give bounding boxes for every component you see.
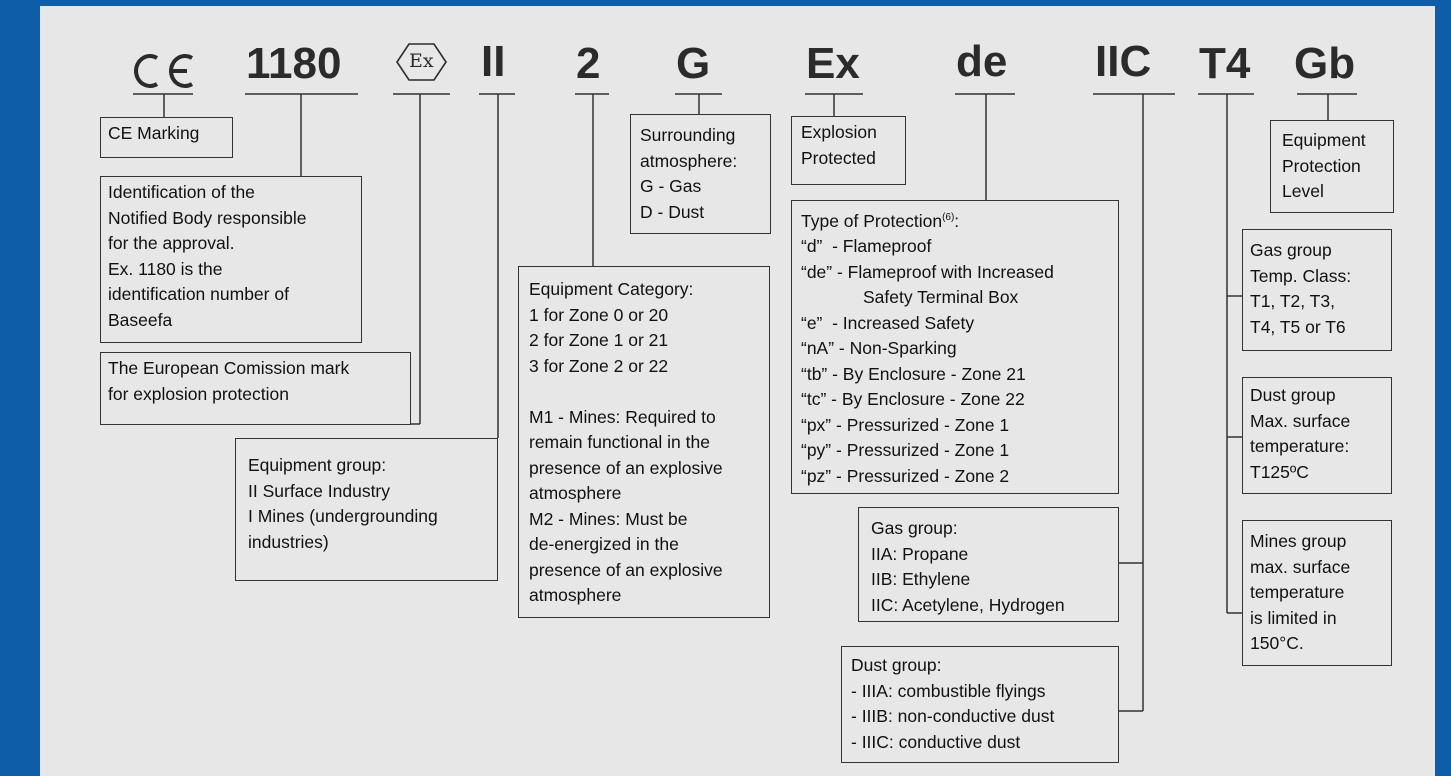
- category-code: 2: [576, 39, 601, 88]
- box-text-line: II Surface Industry: [248, 480, 391, 501]
- box-text-line: - IIIB: non-conductive dust: [851, 706, 1055, 726]
- box-text-line: de-energized in the: [529, 534, 679, 554]
- box-text-line: for the approval.: [108, 233, 235, 253]
- protection-type-item: “tb” - By Enclosure - Zone 21: [801, 363, 1026, 384]
- title-colon: :: [954, 210, 960, 231]
- box-text-line: Surrounding: [640, 125, 736, 145]
- protection-type-item: “de” - Flameproof with Increased: [801, 261, 1054, 282]
- protection-list: “d” - Flameproof “de” - Flameproof with I…: [801, 234, 1111, 489]
- box-text-line: Notified Body responsible: [108, 207, 307, 228]
- box-text-line: atmosphere: [529, 483, 622, 503]
- type-of-protection-title: Type of Protection: [801, 210, 943, 231]
- box-text-line: Equipment Category:: [529, 279, 694, 299]
- atmosphere-code: G: [676, 39, 711, 88]
- box-text-line: is limited in: [1250, 607, 1337, 628]
- box-text-line: IIA: Propane: [871, 543, 969, 564]
- type-of-protection-box: Type of Protection(6): “d” - Flameproof“…: [791, 200, 1119, 494]
- box-text-line: 3 for Zone 2 or 22: [529, 355, 669, 376]
- box-text-line: for explosion protection: [108, 383, 289, 404]
- equipment-group-box: Equipment group: II Surface Industry I Min…: [235, 438, 498, 581]
- temp-class-code: T4: [1199, 39, 1251, 88]
- box-text-line: temperature: [1250, 582, 1345, 602]
- box-text-line: T125ºC: [1250, 461, 1309, 482]
- box-text-line: - IIIA: combustible flyings: [851, 680, 1046, 701]
- box-text-line: 2 for Zone 1 or 21: [529, 330, 669, 350]
- equipment-category-box: Equipment Category: 1 for Zone 0 or 20 2 f…: [518, 266, 770, 618]
- box-text-line: Dust group:: [851, 655, 942, 675]
- box-text-line: Level: [1282, 181, 1324, 201]
- box-text-line: max. surface: [1250, 556, 1351, 577]
- box-text-line: - IIIC: conductive dust: [851, 731, 1021, 752]
- box-text-line: 1 for Zone 0 or 20: [529, 304, 669, 325]
- box-text-line: Gas group: [1250, 240, 1332, 260]
- ex-code: Ex: [806, 39, 860, 88]
- box-text-line: presence of an explosive: [529, 559, 723, 580]
- box-text-line: I Mines (undergrounding: [248, 506, 438, 526]
- ce-marking-box: CE Marking: [100, 117, 233, 158]
- box-text-line: CE Marking: [108, 123, 200, 143]
- box-text-line: M2 - Mines: Must be: [529, 508, 688, 529]
- box-text-line: Gas group:: [871, 518, 958, 538]
- box-text-line: Protected: [801, 147, 876, 168]
- protection-type-item: “tc” - By Enclosure - Zone 22: [801, 389, 1025, 410]
- ec-mark-box: The European Comission mark for explosion…: [100, 352, 411, 425]
- box-text-line: IIC: Acetylene, Hydrogen: [871, 594, 1065, 615]
- box-text-line: Dust group: [1250, 385, 1336, 405]
- gas-group-code: IIC: [1095, 37, 1152, 86]
- box-text-line: presence of an explosive: [529, 457, 723, 478]
- box-text-line: 150°C.: [1250, 633, 1304, 653]
- box-text-line: Explosion: [801, 122, 877, 142]
- box-text-line: IIB: Ethylene: [871, 569, 971, 589]
- box-text-line: [529, 379, 762, 405]
- box-text-line: M1 - Mines: Required to: [529, 406, 716, 427]
- notified-body-number: 1180: [246, 39, 342, 88]
- protection-type-item: “pz” - Pressurized - Zone 2: [801, 465, 1010, 486]
- footnote-marker: (6): [942, 212, 955, 223]
- box-text-line: D - Dust: [640, 201, 705, 222]
- box-text-line: identification number of: [108, 284, 289, 304]
- protection-code: de: [956, 37, 1008, 86]
- box-text-line: Baseefa: [108, 309, 173, 330]
- equipment-group-code: II: [481, 37, 506, 86]
- box-text-line: Temp. Class:: [1250, 265, 1352, 286]
- box-text-line: temperature:: [1250, 436, 1350, 456]
- box-text-line: Equipment: [1282, 130, 1366, 150]
- epl-code: Gb: [1294, 39, 1356, 88]
- box-text-line: Max. surface: [1250, 410, 1351, 431]
- box-text-line: T4, T5 or T6: [1250, 316, 1346, 337]
- box-text-line: industries): [248, 531, 329, 552]
- box-text-line: Identification of the: [108, 182, 255, 202]
- box-text-line: atmosphere: [529, 585, 622, 605]
- box-text-line: Protection: [1282, 155, 1361, 176]
- box-text-line: G - Gas: [640, 176, 702, 196]
- protection-type-item: “d” - Flameproof: [801, 236, 932, 257]
- dust-group-box: Dust group: - IIIA: combustible flyings - …: [841, 646, 1119, 763]
- surrounding-atmosphere-box: Surrounding atmosphere: G - Gas D - Dust: [630, 114, 771, 234]
- box-text-line: remain functional in the: [529, 432, 710, 452]
- ex-symbol-text: Ex: [409, 50, 434, 72]
- protection-type-item: “px” - Pressurized - Zone 1: [801, 414, 1010, 435]
- protection-type-item: Safety Terminal Box: [863, 287, 1019, 308]
- box-text-line: The European Comission mark: [108, 358, 350, 378]
- protection-type-item: “e” - Increased Safety: [801, 312, 975, 333]
- box-text-line: T1, T2, T3,: [1250, 291, 1335, 311]
- protection-type-item: “nA” - Non-Sparking: [801, 338, 957, 359]
- box-text-line: Mines group: [1250, 531, 1347, 551]
- box-text-line: Ex. 1180 is the: [108, 258, 223, 279]
- box-text-line: atmosphere:: [640, 150, 738, 171]
- box-text-line: Equipment group:: [248, 455, 387, 475]
- temp-class-mines-box: Mines group max. surface temperature is lim…: [1242, 520, 1392, 666]
- protection-type-item: “py” - Pressurized - Zone 1: [801, 440, 1010, 461]
